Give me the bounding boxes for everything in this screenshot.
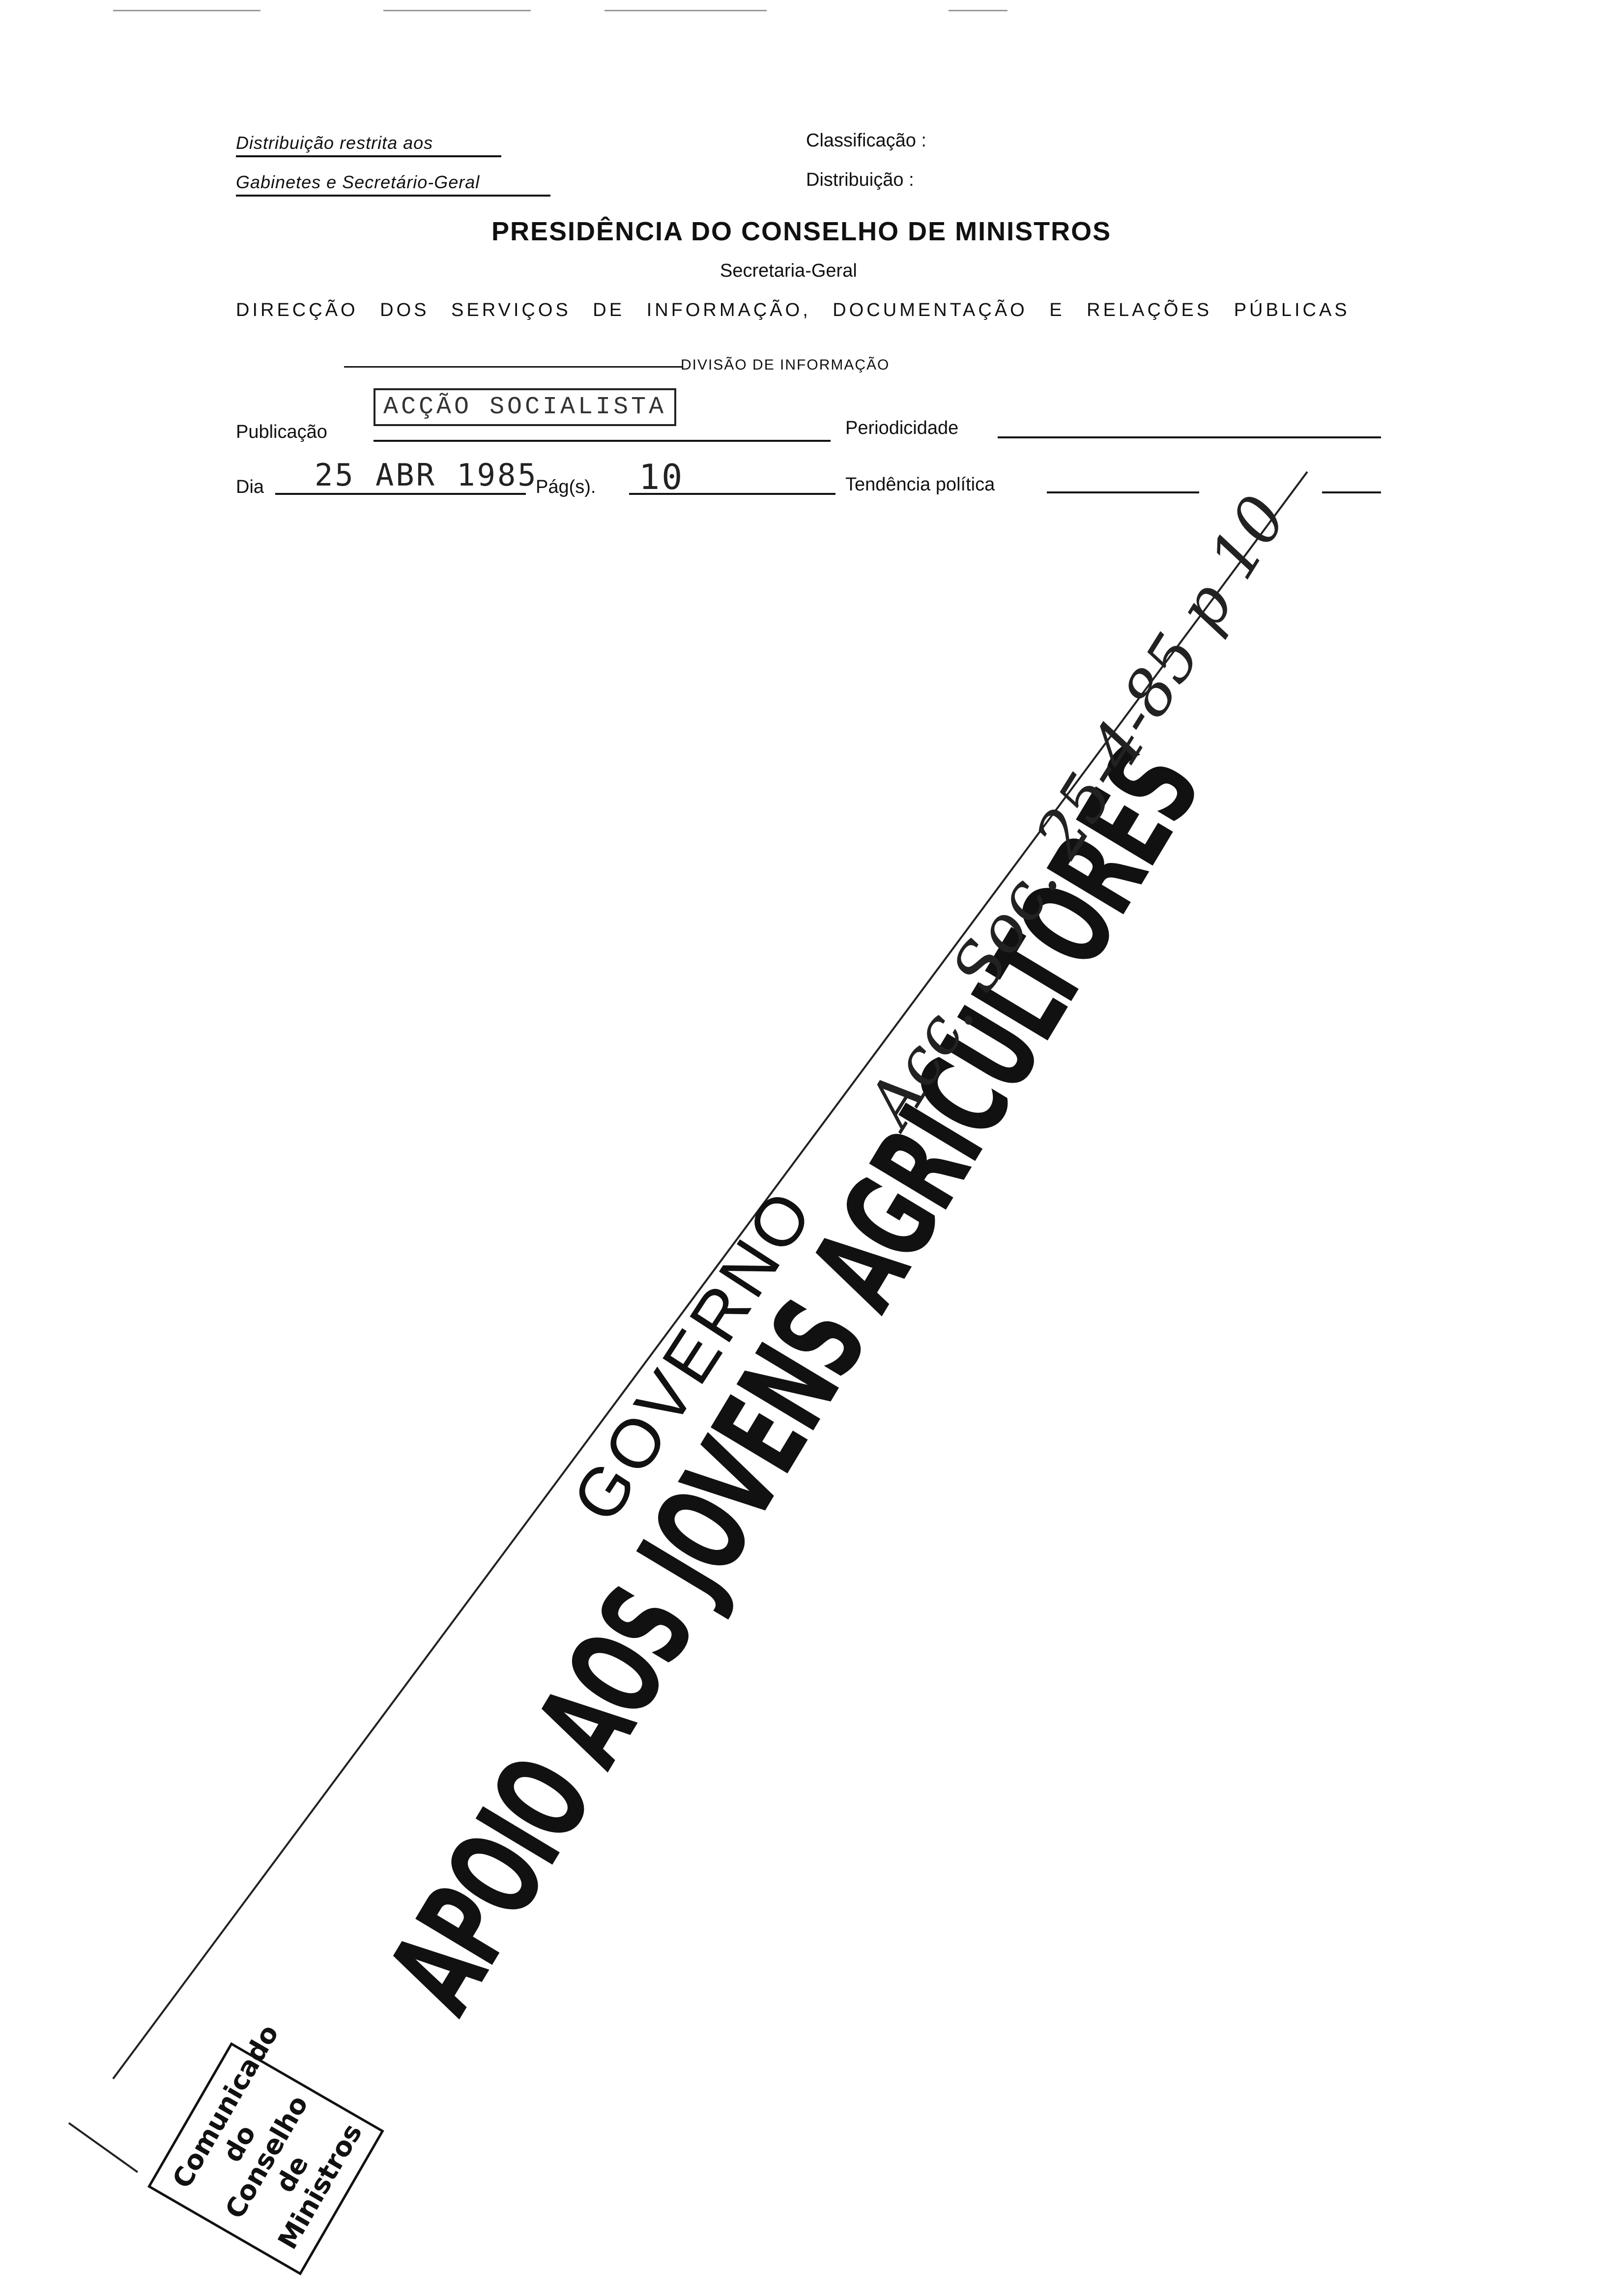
divisao-label: DIVISÃO DE INFORMAÇÃO	[681, 357, 890, 373]
scan-edge-line	[949, 10, 1008, 11]
pags-label: Pág(s).	[536, 477, 596, 497]
clipping-corner-line	[68, 2122, 139, 2173]
classificacao-label: Classificação :	[806, 130, 926, 151]
periodicidade-field-line	[998, 436, 1381, 438]
tendencia-field-line	[1047, 491, 1199, 493]
publicacao-label: Publicação	[236, 422, 327, 442]
org-title: PRESIDÊNCIA DO CONSELHO DE MINISTROS	[491, 217, 1112, 246]
restricted-line-1: Distribuição restrita aos	[236, 133, 501, 157]
direccao-line: DIRECÇÃO DOS SERVIÇOS DE INFORMAÇÃO, DOC…	[236, 300, 1350, 320]
tendencia-field-line-end	[1322, 491, 1381, 493]
scan-edge-line	[113, 10, 260, 11]
clipping-diagonal-line	[112, 471, 1308, 2080]
scan-edge-line	[604, 10, 767, 11]
publicacao-field-line	[374, 440, 831, 442]
periodicidade-label: Periodicidade	[845, 418, 959, 438]
scan-edge-line	[383, 10, 531, 11]
dia-value: 25 ABR 1985	[315, 457, 538, 493]
dia-label: Dia	[236, 477, 264, 497]
secretaria-geral: Secretaria-Geral	[720, 260, 857, 281]
tendencia-label: Tendência política	[845, 474, 995, 495]
distribuicao-label: Distribuição :	[806, 170, 914, 190]
pags-value: 10	[639, 457, 685, 497]
divisao-line	[344, 366, 683, 368]
dia-field-line	[275, 493, 526, 495]
restricted-line-2: Gabinetes e Secretário-Geral	[236, 172, 550, 197]
publicacao-stamp: ACÇÃO SOCIALISTA	[374, 388, 677, 426]
pags-field-line	[629, 493, 835, 495]
